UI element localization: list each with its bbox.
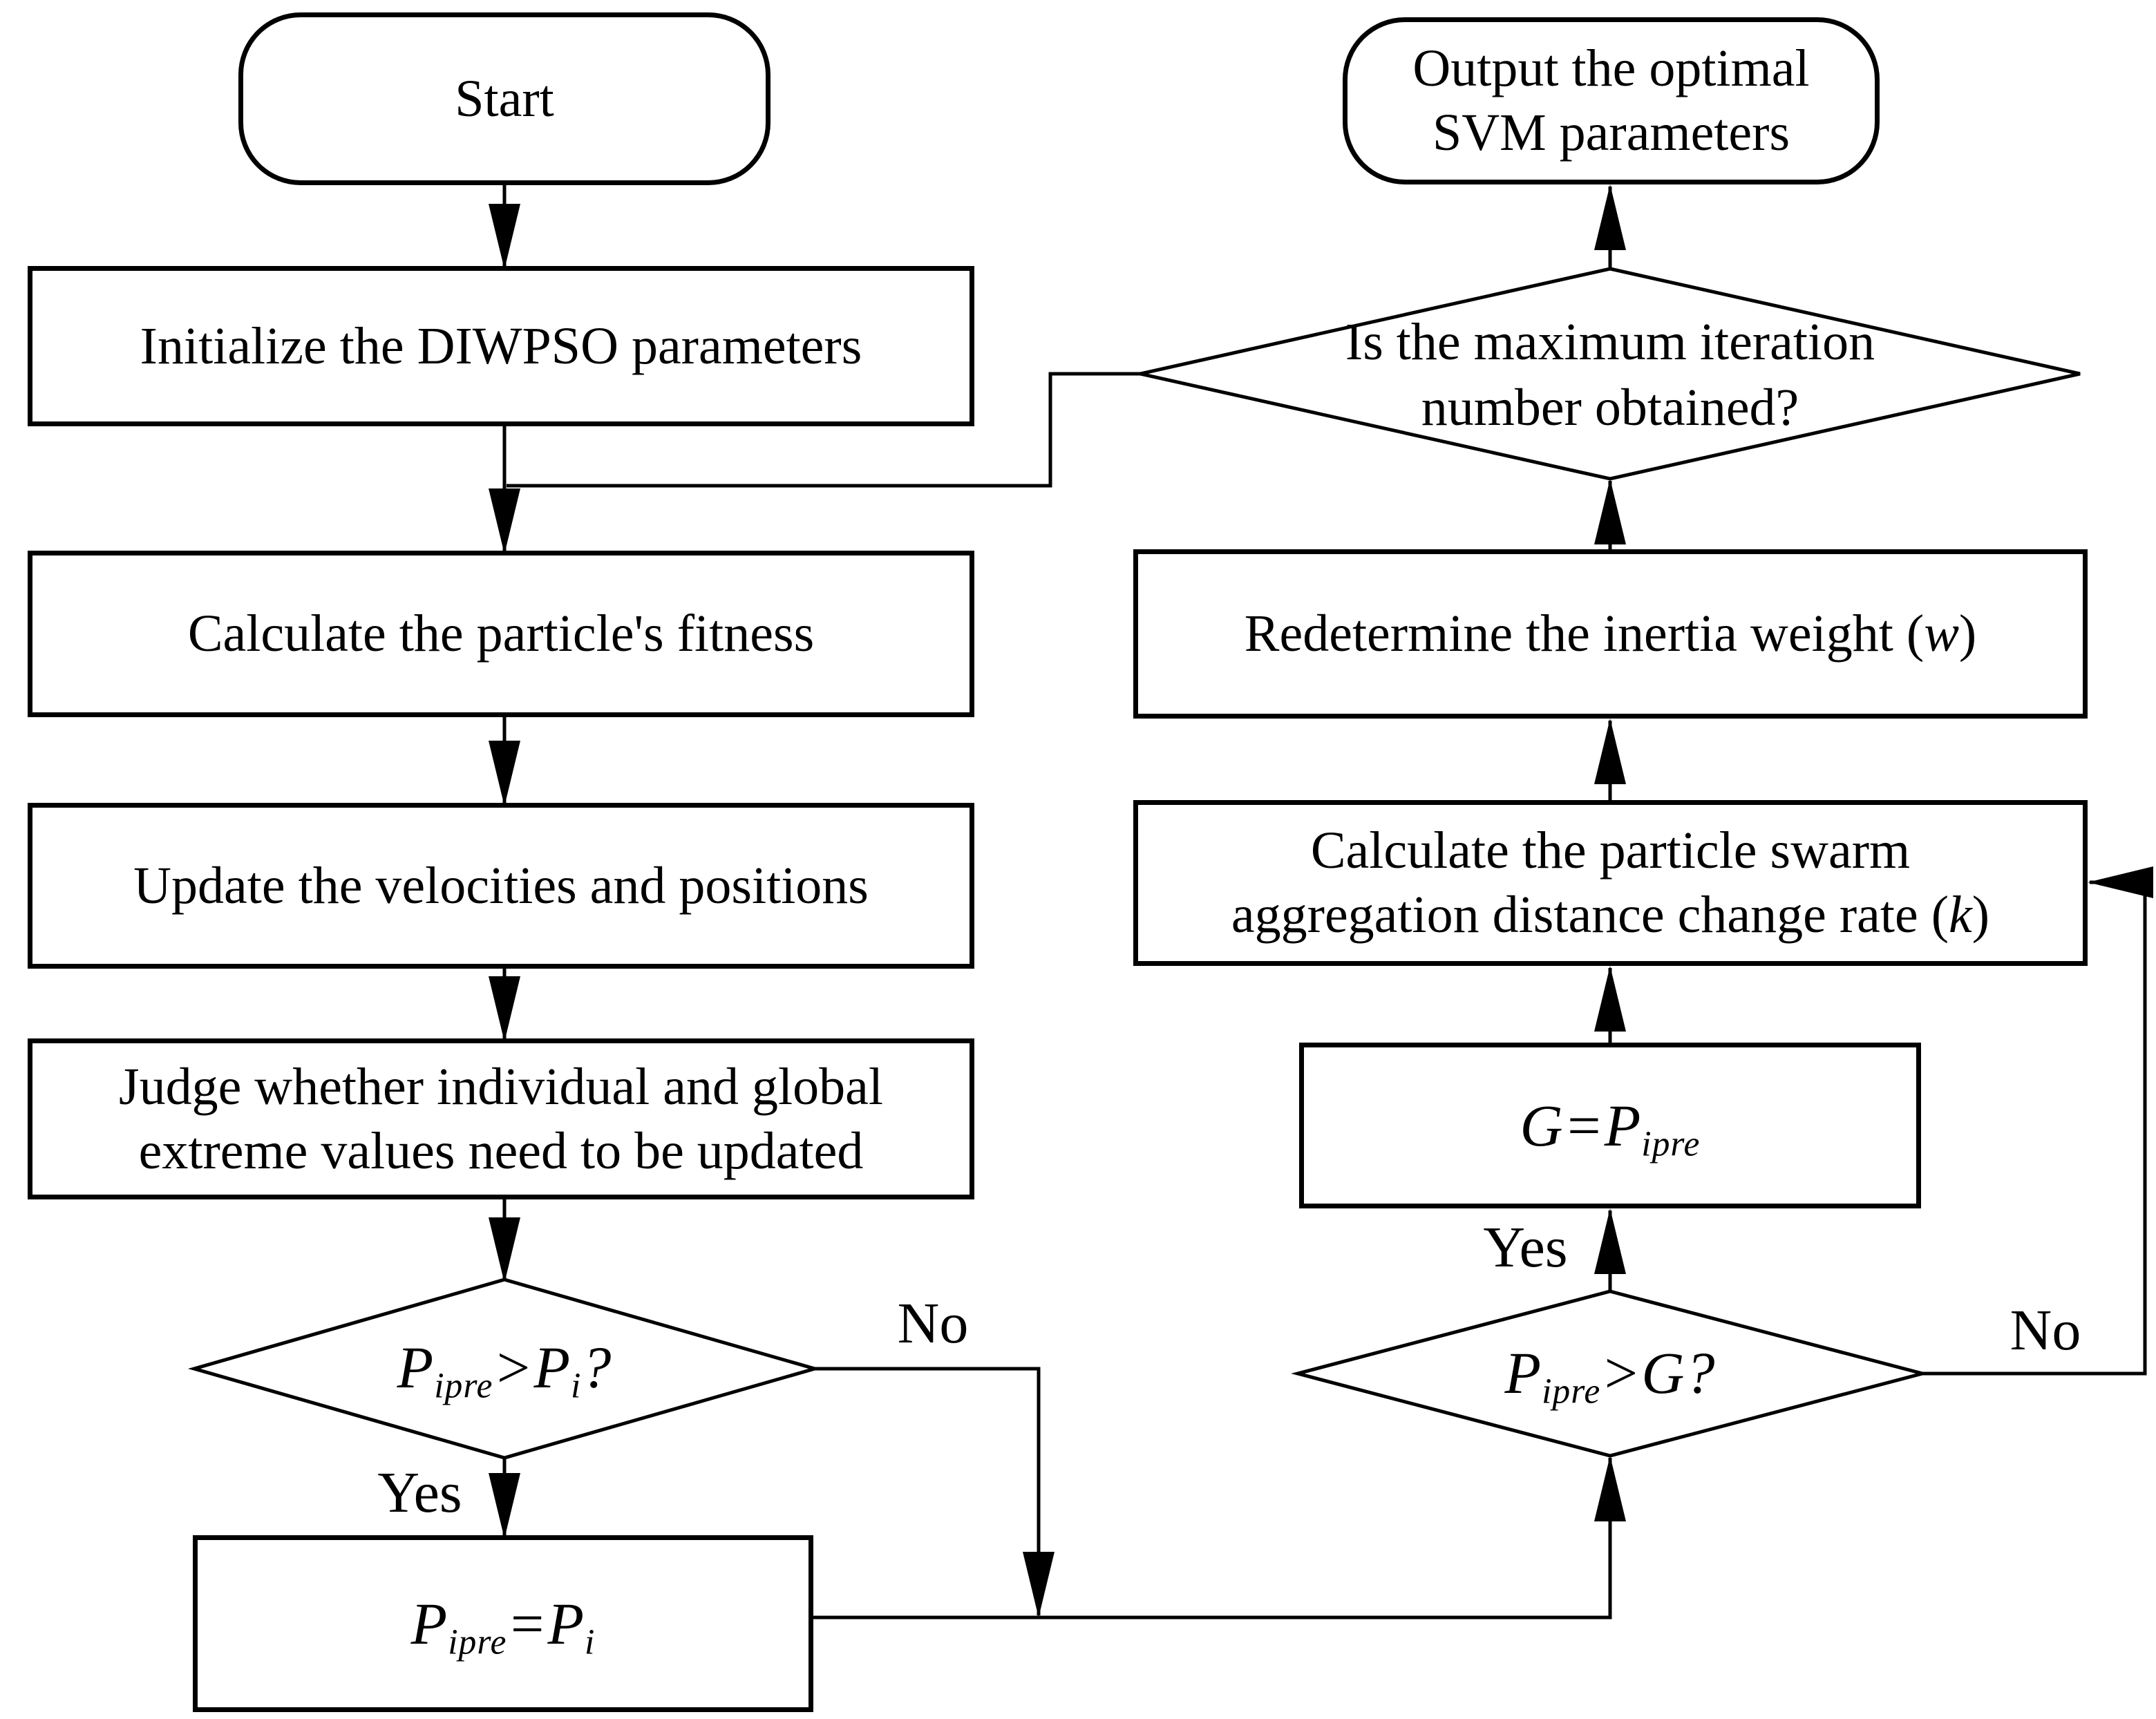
arrow-dia1-no-head [1023, 1552, 1055, 1617]
arrow-dia3-yes-to-gbox-head [1594, 1208, 1626, 1274]
g-equals-pipre-formula: G=Pipre [1520, 1090, 1701, 1162]
calculate-aggregation-rate-node: Calculate the particle swarm aggregation… [1133, 800, 2088, 966]
output-svm-line2: SVM parameters [1432, 104, 1790, 162]
formula-base: P [410, 1590, 448, 1657]
label-text: ) [1958, 605, 1977, 663]
judge-extreme-values-line2: extreme values need to be updated [138, 1121, 864, 1180]
calculate-fitness-node: Calculate the particle's fitness [28, 551, 974, 717]
update-velocities-label: Update the velocities and positions [133, 856, 869, 915]
pipre-equals-pi-formula: Pipre=Pi [411, 1588, 596, 1660]
arrow-gbox-to-calck-head [1594, 966, 1626, 1032]
initialize-parameters-label: Initialize the DIWPSO parameters [140, 316, 862, 375]
label-text: ) [1971, 886, 1990, 944]
decision-pipre-gt-pi-shape [187, 1278, 822, 1460]
formula-subscript: ipre [448, 1622, 507, 1662]
initialize-parameters-node: Initialize the DIWPSO parameters [28, 266, 974, 426]
arrow-calc-to-update-head [489, 741, 520, 806]
formula-subscript: ipre [1641, 1123, 1701, 1164]
redetermine-inertia-weight-label: Redetermine the inertia weight (w) [1245, 602, 1976, 666]
arrow-dia2-yes-to-output-head [1594, 184, 1626, 250]
arrow-dia1-no-line [815, 1367, 1041, 1615]
start-node: Start [238, 12, 770, 185]
dia3-yes-label: Yes [1483, 1215, 1568, 1280]
g-equals-pipre-node: G=Pipre [1299, 1043, 1921, 1208]
update-velocities-node: Update the velocities and positions [28, 803, 974, 969]
start-label: Start [455, 69, 554, 128]
judge-extreme-values-line1: Judge whether individual and global [119, 1057, 883, 1116]
label-text: Redetermine the inertia weight ( [1244, 605, 1925, 663]
variable-w: w [1924, 605, 1959, 663]
output-svm-line1: Output the optimal [1412, 39, 1810, 98]
arrow-start-to-init-head [489, 204, 520, 269]
arrow-update-to-judge-head [489, 976, 520, 1042]
calculate-aggregation-rate-line2: aggregation distance change rate (k) [1231, 883, 1989, 947]
judge-extreme-values-node: Judge whether individual and global extr… [28, 1038, 974, 1199]
decision-max-iteration-shape [1140, 267, 2081, 481]
arrow-calck-to-redet-head [1594, 719, 1626, 784]
redetermine-inertia-weight-node: Redetermine the inertia weight (w) [1133, 549, 2088, 719]
arrow-judge-to-dia1-head [489, 1217, 520, 1283]
formula-base: P [1604, 1092, 1642, 1159]
output-svm-parameters-node: Output the optimal SVM parameters [1343, 17, 1880, 184]
variable-k: k [1949, 886, 1972, 944]
calculate-aggregation-rate-line1: Calculate the particle swarm [1310, 821, 1911, 880]
arrow-init-to-calc-head [489, 488, 520, 554]
label-text: aggregation distance change rate ( [1231, 886, 1949, 944]
arrow-assign-to-dia3-line [811, 1458, 1612, 1620]
dia3-no-label: No [2010, 1298, 2081, 1362]
arrow-dia3-no-head [2088, 866, 2153, 898]
arrow-dia1-yes-to-assign-head [489, 1473, 520, 1539]
formula-subscript: i [585, 1622, 596, 1662]
arrow-assign-to-dia3-head [1594, 1456, 1626, 1521]
arrow-redet-to-dia2-head [1594, 479, 1626, 544]
formula-base: P [547, 1590, 585, 1657]
formula-operator: = [1563, 1092, 1605, 1159]
calculate-fitness-label: Calculate the particle's fitness [187, 605, 815, 663]
decision-pipre-gt-g-shape [1291, 1289, 1929, 1458]
dia1-no-label: No [897, 1291, 969, 1356]
pipre-equals-pi-node: Pipre=Pi [193, 1535, 813, 1712]
formula-operator: = [507, 1590, 548, 1657]
loopback-dia2-no-line [507, 372, 1140, 488]
formula-base: G [1520, 1092, 1564, 1159]
dia1-yes-label: Yes [377, 1460, 462, 1525]
